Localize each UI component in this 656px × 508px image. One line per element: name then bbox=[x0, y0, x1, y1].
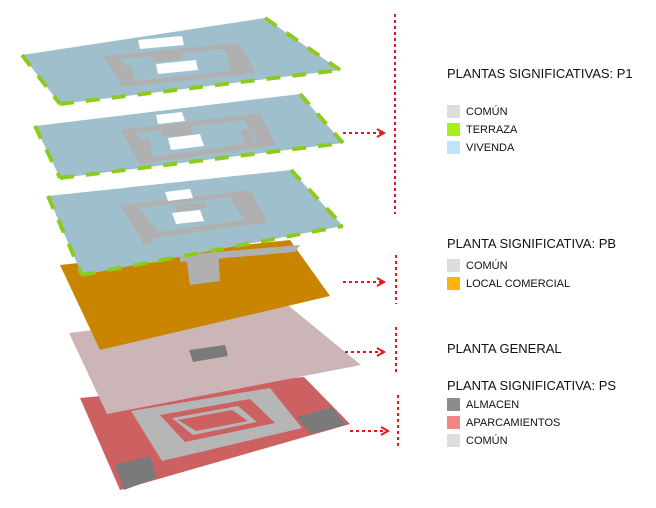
legend-label: APARCAMIENTOS bbox=[466, 416, 561, 429]
legend-item-comun-ps: COMÚN bbox=[447, 434, 508, 447]
legend-title-ps: PLANTA SIGNIFICATIVA: PS bbox=[447, 378, 617, 393]
swatch-almacen bbox=[447, 398, 460, 411]
residential-slab-2 bbox=[35, 94, 343, 178]
legend-divider-lines bbox=[394, 14, 399, 447]
legend-item-terraza: TERRAZA bbox=[447, 123, 517, 136]
residential-slab-3 bbox=[48, 170, 343, 275]
swatch-comun bbox=[447, 105, 460, 118]
legend-label: ALMACEN bbox=[466, 398, 520, 411]
legend-item-almacen: ALMACEN bbox=[447, 398, 519, 411]
legend-title-pb: PLANTA SIGNIFICATIVA: PB bbox=[447, 236, 617, 251]
swatch-local-comercial bbox=[447, 277, 460, 290]
legend-label: TERRAZA bbox=[466, 123, 518, 136]
legend-item-comun-pb: COMÚN bbox=[447, 259, 508, 272]
legend-item-vivenda: VIVENDA bbox=[447, 141, 514, 154]
legend-item-comun-p1: COMÚN bbox=[447, 105, 508, 118]
terrace-edges bbox=[20, 16, 345, 277]
legend-label: COMÚN bbox=[466, 434, 508, 447]
legend-label: LOCAL COMERCIAL bbox=[466, 277, 571, 290]
swatch-vivenda bbox=[447, 141, 460, 154]
legend-title-p1: PLANTAS SIGNIFICATIVAS: P1 bbox=[447, 66, 633, 81]
legend-title-general: PLANTA GENERAL bbox=[447, 341, 562, 356]
legend-item-local-comercial: LOCAL COMERCIAL bbox=[447, 277, 570, 290]
pointer-arrows bbox=[343, 133, 388, 431]
swatch-aparcamientos bbox=[447, 416, 460, 429]
legend-label: COMÚN bbox=[466, 259, 508, 272]
residential-slab-1 bbox=[22, 18, 340, 104]
legend-label: COMÚN bbox=[466, 105, 508, 118]
legend-label: VIVENDA bbox=[466, 141, 515, 154]
legend-item-aparcamientos: APARCAMIENTOS bbox=[447, 416, 560, 429]
swatch-comun bbox=[447, 259, 460, 272]
swatch-comun bbox=[447, 434, 460, 447]
swatch-terraza bbox=[447, 123, 460, 136]
